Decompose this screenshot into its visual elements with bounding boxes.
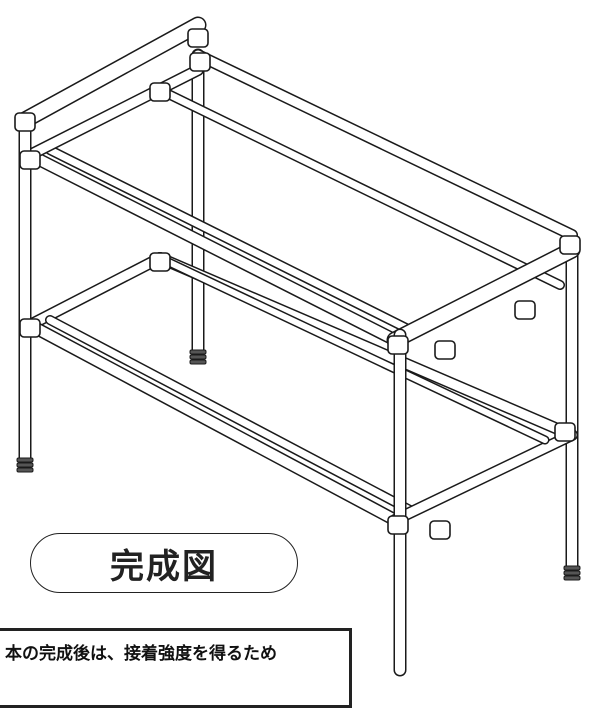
- assembly-note-text: 本の完成後は、接着強度を得るため: [5, 644, 277, 664]
- joint-upper-mid-right: [434, 340, 456, 360]
- lower-left-side-rail: [24, 252, 166, 331]
- rack-assembly-diagram: [14, 16, 581, 677]
- upper-front-inner-rail: [45, 145, 415, 335]
- assembly-note-box: 本の完成後は、接着強度を得るため: [0, 628, 352, 708]
- back-left-foot: [189, 349, 207, 365]
- joint-upper-front-left: [19, 150, 41, 170]
- joint-top-back-left: [187, 28, 209, 48]
- joint-top-front-left: [14, 112, 36, 132]
- pipe-frame: [16, 16, 581, 677]
- adjuster-feet: [16, 349, 581, 581]
- back-right-foot: [563, 565, 581, 581]
- top-right-end-bar: [386, 241, 581, 349]
- joint-lower-mid-left: [149, 252, 171, 272]
- upper-left-side-rail: [24, 64, 204, 161]
- joint-upper-back-mid: [514, 300, 536, 320]
- top-left-end-bar: [16, 16, 207, 129]
- joint-top-back-right: [559, 235, 581, 255]
- joint-lower-front-right: [387, 515, 409, 535]
- completed-diagram-label: 完成図: [30, 533, 298, 593]
- upper-back-rail: [192, 49, 578, 241]
- joint-lower-back-right: [554, 422, 576, 442]
- lower-right-side-rail: [389, 429, 578, 526]
- joint-upper-mid-left: [149, 82, 171, 102]
- joint-upper-back-left: [189, 52, 211, 72]
- pipe-joints: [14, 28, 581, 540]
- front-left-foot: [16, 457, 34, 473]
- completed-diagram-title: 完成図: [110, 546, 218, 587]
- lower-center-rail: [155, 253, 550, 445]
- lower-front-inner-rail: [45, 315, 415, 515]
- joint-top-front-right: [387, 335, 409, 355]
- upper-center-rail: [155, 85, 565, 290]
- joint-lower-mid-right: [429, 520, 451, 540]
- lower-front-rail: [23, 318, 402, 527]
- joint-lower-front-left: [19, 318, 41, 338]
- upper-front-rail: [23, 148, 402, 347]
